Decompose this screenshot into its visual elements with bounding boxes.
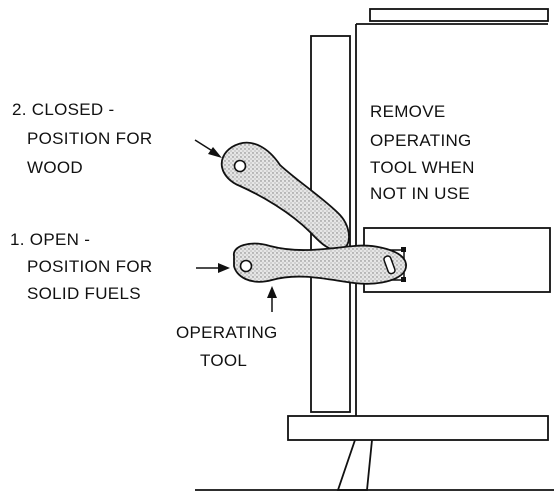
label-open: 1. OPEN - POSITION FOR SOLID FUELS <box>10 230 152 303</box>
label-remove-line1: REMOVE <box>370 102 445 121</box>
stove-leg <box>336 439 373 491</box>
operating-tool-open <box>233 242 407 285</box>
label-closed-line3: WOOD <box>27 158 83 177</box>
arrow-to-closed <box>194 139 215 153</box>
label-tool: OPERATING TOOL <box>176 323 278 370</box>
label-remove: REMOVE OPERATING TOOL WHEN NOT IN USE <box>370 102 475 203</box>
label-remove-line2: OPERATING <box>370 131 472 150</box>
label-remove-line3: TOOL WHEN <box>370 158 475 177</box>
handle-slot-open <box>383 255 396 275</box>
label-closed-line2: POSITION FOR <box>27 129 152 148</box>
label-closed: 2. CLOSED - POSITION FOR WOOD <box>12 100 152 177</box>
label-tool-line2: TOOL <box>200 351 247 370</box>
label-open-line2: POSITION FOR <box>27 257 152 276</box>
label-open-line1: 1. OPEN - <box>10 230 90 249</box>
label-remove-line4: NOT IN USE <box>370 184 470 203</box>
label-open-line3: SOLID FUELS <box>27 284 141 303</box>
arrows <box>194 139 277 312</box>
handle-hole-open <box>239 259 253 273</box>
base-plate <box>287 415 549 441</box>
label-tool-line1: OPERATING <box>176 323 278 342</box>
handle-hole-closed <box>233 159 247 173</box>
stove-top-plate <box>369 8 549 22</box>
label-closed-line1: 2. CLOSED - <box>12 100 115 119</box>
